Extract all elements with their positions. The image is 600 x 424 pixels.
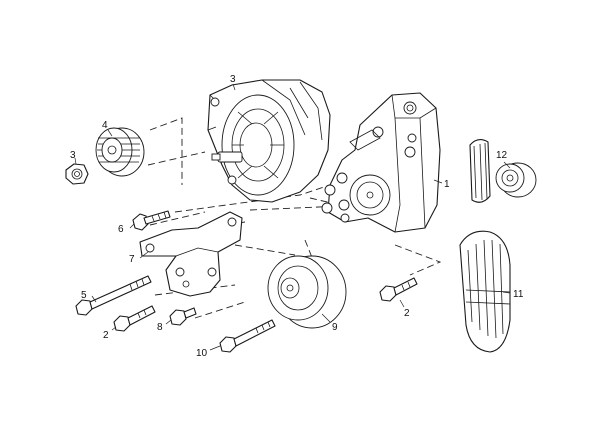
bolt-2-left — [113, 305, 156, 332]
callout-4: 4 — [102, 120, 108, 131]
callout-6: 6 — [118, 224, 124, 235]
bolt-6 — [132, 210, 171, 231]
callout-5: 5 — [81, 290, 87, 301]
callout-12: 12 — [496, 150, 508, 161]
callout-1: 1 — [444, 179, 450, 190]
leader-lines — [74, 83, 511, 351]
callout-2-right: 2 — [404, 308, 410, 319]
tensioner-pulley — [267, 255, 347, 329]
pulley-nut — [65, 163, 89, 185]
alternator — [207, 79, 331, 203]
alternator-pulley — [95, 127, 145, 177]
ribbed-belt — [459, 230, 511, 353]
callout-labels: 1 3 4 3 12 6 7 5 2 8 10 9 2 11 — [70, 74, 524, 359]
callout-2-left: 2 — [103, 330, 109, 341]
idler-pulley-small — [495, 162, 537, 198]
callout-8: 8 — [157, 322, 163, 333]
bolt-2-right — [379, 277, 418, 302]
mounting-bracket — [321, 92, 441, 233]
bracket-plate — [139, 211, 243, 297]
callout-9: 9 — [332, 322, 338, 333]
callout-7: 7 — [129, 254, 135, 265]
callout-3-alternator: 3 — [230, 74, 236, 85]
callout-3-nut: 3 — [70, 150, 76, 161]
bolt-10 — [219, 319, 276, 353]
callout-10: 10 — [196, 348, 208, 359]
bolt-8 — [169, 307, 197, 326]
bolt-5 — [75, 275, 152, 316]
small-v-belt — [469, 139, 491, 203]
callout-11: 11 — [513, 289, 524, 300]
